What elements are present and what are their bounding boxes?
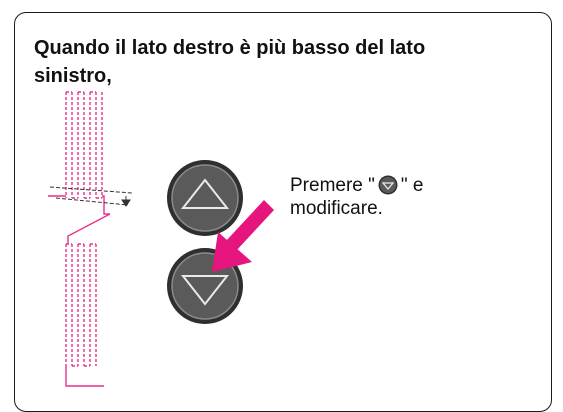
triangle-up-icon <box>180 178 230 209</box>
instruction-line-2: modificare. <box>290 198 383 219</box>
triangle-down-icon <box>180 275 230 306</box>
level-guide <box>49 186 133 207</box>
illustration <box>48 91 274 387</box>
stitch-pattern-upper <box>65 91 103 199</box>
heading-line-2: sinistro, <box>34 65 112 87</box>
inline-down-button-icon <box>378 175 398 195</box>
pointer-arrow <box>212 200 274 272</box>
instruction-before: Premere " <box>290 175 375 196</box>
instruction-text: Premere " " e modificare. <box>290 174 423 220</box>
instruction-heading: Quando il lato destro è più basso del la… <box>34 34 534 90</box>
heading-line-1: Quando il lato destro è più basso del la… <box>34 37 426 59</box>
stitch-baseline-upper <box>48 195 110 215</box>
instruction-after: " e <box>400 175 424 196</box>
stitch-pattern-lower <box>65 243 97 367</box>
up-button[interactable] <box>167 160 243 236</box>
stitch-connector <box>65 213 111 387</box>
